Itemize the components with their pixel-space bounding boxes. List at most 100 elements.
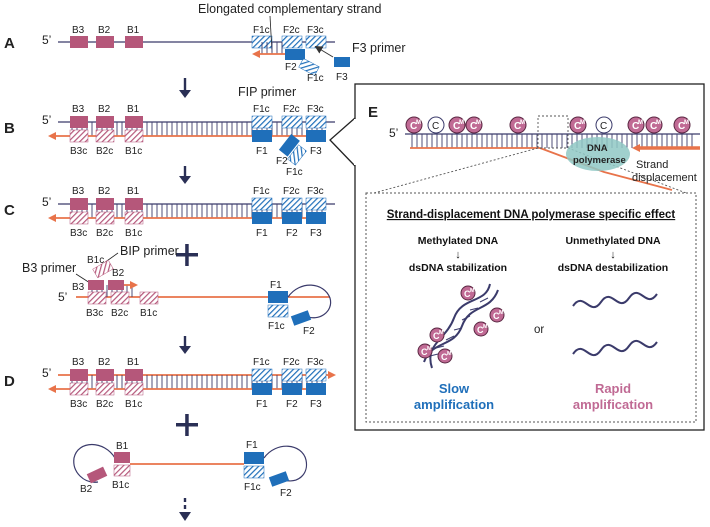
region-f2 — [282, 212, 302, 224]
methyl-m-text: M — [447, 351, 452, 357]
step-label-c: C — [4, 202, 15, 219]
methyl-c-text: C — [574, 121, 581, 132]
region-f3c — [305, 368, 327, 382]
methyl-m-text: M — [520, 120, 525, 126]
label-b3: B3 — [72, 25, 85, 36]
region-b2c — [95, 129, 115, 143]
label-b2: B2 — [98, 104, 111, 115]
dumbbell-structure: B1 B1c B2 F1 F1c F2 — [73, 440, 308, 499]
bip-b2-block — [108, 280, 124, 290]
step-c: C 5’ B3 B2 B1 B3c B2c B1c F1c F2c F3c F1… — [4, 186, 335, 239]
label-b1: B1 — [127, 357, 140, 368]
bip-b1c-tail — [92, 259, 114, 279]
region-b1 — [125, 198, 143, 210]
b3-primer-pointer — [75, 273, 91, 284]
right-loop — [263, 445, 308, 482]
methylated-cytosine-marker: C M — [417, 343, 433, 359]
strand-displacement-label-1: Strand — [636, 159, 668, 171]
loop-f2 — [268, 471, 290, 487]
methylated-cytosine-marker: C M — [429, 327, 445, 343]
region-b3 — [70, 36, 88, 48]
region-f1c — [251, 115, 273, 129]
step-a: A 5’ B3 B2 B1 F1c F2c F3c Elongated comp… — [4, 2, 405, 99]
bip-priming: B3 primer BIP primer B1c B2 B3 5’ B3c B2… — [22, 244, 332, 337]
methyl-m-text: M — [580, 120, 585, 126]
region-b2c — [95, 382, 115, 396]
effect-box — [365, 192, 697, 423]
region-b3c — [87, 291, 107, 305]
region-b3c — [69, 129, 89, 143]
label-f1c: F1c — [253, 25, 270, 36]
label-f3c: F3c — [307, 25, 324, 36]
label-fip-f1c: F1c — [307, 73, 324, 84]
label-f1: F1 — [270, 280, 282, 291]
methyl-m-text: M — [416, 120, 421, 126]
cytosine-marker: C — [595, 116, 613, 134]
label-f1c: F1c — [268, 321, 285, 332]
c-text: C — [600, 121, 607, 132]
displaced-f1c — [287, 144, 307, 166]
methylated-cytosine-marker: C M — [673, 116, 691, 134]
fip-primer-label: FIP primer — [238, 85, 296, 99]
region-b3 — [70, 116, 88, 128]
label-f2c: F2c — [283, 357, 300, 368]
region-f1 — [252, 130, 272, 142]
step-label-d: D — [4, 373, 15, 390]
methyl-c-text: C — [470, 121, 477, 132]
label-b2: B2 — [98, 25, 111, 36]
region-f3c — [305, 115, 327, 129]
bip-primer-label: BIP primer — [120, 244, 179, 258]
label-f2: F2 — [286, 399, 298, 410]
label-b1c: B1c — [140, 308, 157, 319]
methylated-cytosine-marker: C M — [448, 116, 466, 134]
label-f1: F1 — [246, 440, 258, 451]
region-b3c — [69, 211, 89, 225]
methyl-c-text: C — [477, 325, 484, 335]
five-prime-label: 5’ — [42, 195, 51, 209]
loop-b1 — [114, 452, 130, 463]
step-b: B 5’ B3 B2 B1 B3c B2c B1c F1c F2c F3c F1… — [4, 104, 335, 178]
label-f2c: F2c — [283, 104, 300, 115]
label-f1: F1 — [256, 228, 268, 239]
label-b2: B2 — [80, 484, 93, 495]
label-f1c: F1c — [253, 104, 270, 115]
region-f1 — [252, 212, 272, 224]
methyl-c-text: C — [433, 331, 440, 341]
region-f3c — [305, 35, 327, 49]
methylated-cytosine-marker: C M — [627, 116, 645, 134]
slow-amplification-1: Slow — [439, 381, 470, 396]
fip-rungs — [258, 42, 286, 54]
label-b2c: B2c — [96, 146, 113, 157]
region-f2c — [281, 115, 303, 129]
c-text: C — [432, 121, 439, 132]
effect-heading: Strand-displacement DNA polymerase speci… — [387, 209, 676, 221]
label-b1: B1 — [116, 441, 129, 452]
region-f1 — [252, 383, 272, 395]
stem-loop — [287, 284, 332, 319]
loop-f1 — [244, 452, 264, 464]
region-f3c — [305, 197, 327, 211]
methylated-cytosine-marker: C M — [489, 307, 505, 323]
panel-e: E 5’ C M C C M C M C — [329, 83, 705, 431]
left-loop — [73, 444, 116, 483]
label-displaced-f2: F2 — [276, 156, 288, 167]
e-rungs — [410, 134, 693, 148]
region-f2c — [281, 197, 303, 211]
label-b1c: B1c — [125, 146, 142, 157]
label-f1: F1 — [256, 146, 268, 157]
fip-f2 — [285, 49, 305, 60]
label-b3: B3 — [72, 104, 85, 115]
loop-b2 — [86, 466, 108, 484]
methyl-m-text: M — [476, 120, 481, 126]
methylated-cytosine-marker: C M — [473, 321, 489, 337]
elongated-strand-label: Elongated complementary strand — [198, 2, 381, 16]
region-b1c — [124, 129, 144, 143]
label-f3: F3 — [336, 72, 348, 83]
unmethylated-effect: dsDNA destabilization — [558, 262, 668, 274]
loop-f2 — [290, 310, 312, 326]
region-f2 — [282, 383, 302, 395]
five-prime-label: 5’ — [42, 33, 51, 47]
label-b2c: B2c — [111, 308, 128, 319]
region-b2c — [110, 291, 130, 305]
plus-sign — [176, 414, 198, 436]
